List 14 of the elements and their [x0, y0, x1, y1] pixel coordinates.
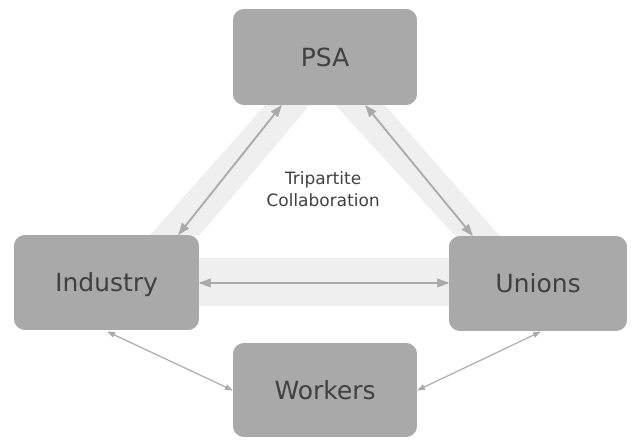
rounded-box: [233, 9, 417, 105]
double-arrow: [198, 278, 450, 288]
double-arrow: [178, 105, 282, 235]
double-arrow: [417, 331, 541, 391]
double-arrow: [107, 331, 233, 391]
node-label: Industry: [55, 268, 158, 297]
rounded-box: [14, 235, 199, 330]
rounded-box: [449, 236, 627, 331]
center-label: Tripartite Collaboration: [265, 168, 381, 212]
node-label: Unions: [495, 269, 581, 298]
node-label: Workers: [274, 376, 376, 404]
double-arrow: [365, 105, 473, 236]
node-label: PSA: [300, 42, 350, 72]
rounded-box: [233, 343, 417, 437]
